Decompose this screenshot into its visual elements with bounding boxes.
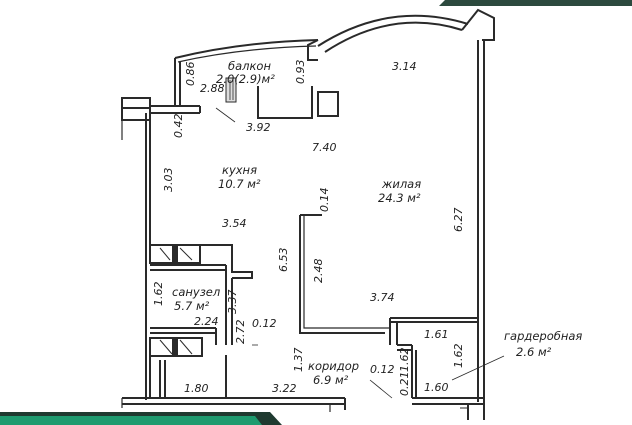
living-name: жилая (381, 177, 421, 191)
corridor-area: 6.9 м² (313, 373, 349, 387)
dim-label: 6.27 (452, 208, 465, 233)
dim-label: 1.62 (398, 348, 411, 373)
dim-label: 0.12 (252, 317, 277, 330)
dim-label: 3.22 (272, 382, 297, 395)
dim-label: 1.61 (424, 328, 449, 341)
leader-lines (215, 107, 505, 399)
dim-label: 0.86 (184, 62, 197, 87)
balcony-area: 2.0(2.9)м² (216, 72, 275, 86)
dim-label: 3.92 (246, 121, 271, 134)
dim-label: 1.62 (452, 344, 465, 369)
corridor-name: коридор (308, 359, 359, 373)
dim-label: 1.80 (184, 382, 209, 395)
dim-label: 2.48 (312, 259, 325, 284)
dim-label: 2.24 (194, 315, 219, 328)
walls (121, 8, 495, 420)
dim-label: 2.88 (200, 82, 225, 95)
living-area: 24.3 м² (378, 191, 421, 205)
dim-label: 6.53 (277, 248, 290, 273)
bottom-left-band-accent (0, 416, 262, 425)
bathroom-area: 5.7 м² (174, 299, 210, 313)
dim-label: 3.37 (226, 290, 239, 315)
dim-label: 1.60 (424, 381, 449, 394)
dim-label: 1.37 (292, 348, 305, 373)
wardrobe-area: 2.6 м² (516, 345, 552, 359)
dim-label: 3.14 (392, 60, 417, 73)
dim-label: 0.21 (398, 372, 411, 397)
dim-label: 0.42 (172, 114, 185, 139)
wardrobe-name: гардеробная (504, 329, 582, 343)
top-right-band (439, 0, 632, 6)
room-labels: балкон 2.0(2.9)м² кухня 10.7 м² жилая 24… (172, 59, 582, 387)
bathroom-name: санузел (172, 285, 221, 299)
kitchen-name: кухня (222, 163, 257, 177)
dim-label: 0.12 (370, 363, 395, 376)
dim-label: 2.72 (234, 320, 247, 345)
dim-label: 0.93 (294, 60, 307, 85)
dim-label: 0.14 (318, 188, 331, 213)
balcony-name: балкон (228, 59, 271, 73)
dimension-labels: 0.86 2.88 0.93 3.14 0.42 3.92 7.40 3.03 … (152, 60, 465, 397)
kitchen-area: 10.7 м² (218, 177, 261, 191)
dim-label: 3.74 (370, 291, 395, 304)
dim-label: 3.03 (162, 168, 175, 193)
dim-label: 7.40 (312, 141, 337, 154)
dim-label: 3.54 (222, 217, 247, 230)
dim-label: 1.62 (152, 282, 165, 307)
